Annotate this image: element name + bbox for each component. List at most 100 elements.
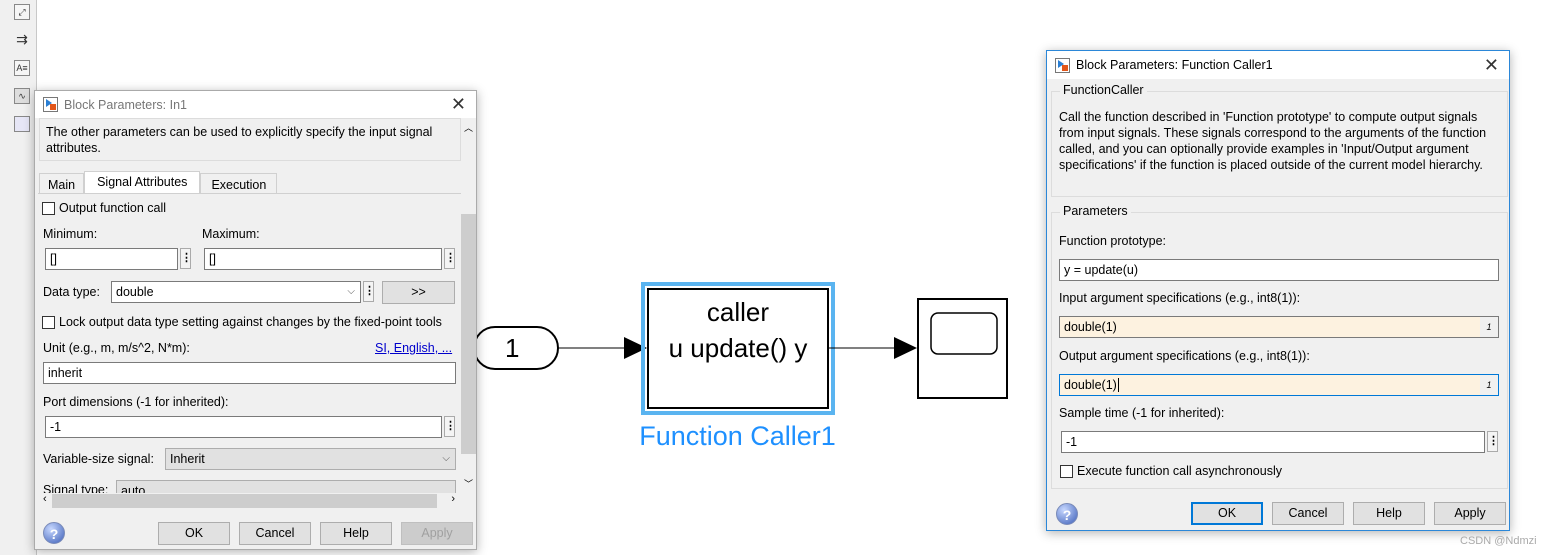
chevron-down-icon: ⌵ [347, 286, 355, 297]
cancel-button[interactable]: Cancel [1272, 502, 1344, 525]
annotation-icon[interactable]: A≡ [14, 60, 30, 76]
arg-marker: 1 [1480, 317, 1498, 337]
prototype-input[interactable]: y = update(u) [1059, 259, 1499, 281]
help-icon[interactable]: ? [1056, 503, 1078, 525]
apply-button[interactable]: Apply [1434, 502, 1506, 525]
port-dimensions-input[interactable]: -1 [45, 416, 442, 438]
unit-label: Unit (e.g., m, m/s^2, N*m): [43, 341, 190, 355]
input-spec-label: Input argument specifications (e.g., int… [1059, 291, 1301, 305]
scrollbar-thumb[interactable] [461, 214, 476, 454]
data-type-assistant-button[interactable]: >> [382, 281, 455, 304]
sample-time-label: Sample time (-1 for inherited): [1059, 406, 1225, 420]
scroll-up-icon[interactable]: ︿ [464, 123, 474, 133]
simulink-app-icon [43, 97, 58, 112]
close-icon[interactable]: ✕ [450, 94, 466, 114]
output-function-call-checkbox[interactable] [42, 202, 55, 215]
close-icon[interactable]: ✕ [1483, 54, 1499, 75]
image-icon[interactable]: ∿ [14, 88, 30, 104]
minimum-more-icon[interactable]: ⋮ [180, 248, 192, 269]
data-type-select[interactable]: double ⌵ [111, 281, 361, 303]
unit-system-link[interactable]: SI, English, ... [375, 341, 453, 355]
data-type-label: Data type: [43, 285, 100, 299]
sample-time-input[interactable]: -1 [1061, 431, 1485, 453]
input-spec-value: double(1) [1064, 320, 1117, 334]
block-name[interactable]: Function Caller1 [639, 421, 836, 451]
fit-view-icon[interactable]: ⤢ [14, 4, 30, 20]
minimum-input[interactable]: [] [45, 248, 178, 270]
ok-button[interactable]: OK [1191, 502, 1263, 525]
caller-label: caller [706, 297, 770, 327]
signal-attributes-panel: Output function call Minimum: Maximum: [… [38, 193, 461, 493]
title-bar: Block Parameters: Function Caller1 ✕ [1047, 51, 1509, 79]
arg-marker: 1 [1480, 375, 1498, 395]
port-dimensions-label: Port dimensions (-1 for inherited): [43, 395, 229, 409]
variable-size-label: Variable-size signal: [43, 452, 154, 466]
tab-main[interactable]: Main [39, 173, 85, 194]
output-spec-input[interactable]: double(1) 1 [1059, 374, 1499, 396]
dialog-title: Block Parameters: Function Caller1 [1076, 58, 1273, 72]
vertical-scrollbar[interactable]: ︿ ﹀ [461, 118, 476, 493]
data-type-more-icon[interactable]: ⋮ [363, 281, 375, 302]
area-icon[interactable] [14, 116, 30, 132]
function-caller-parameters-dialog: Block Parameters: Function Caller1 ✕ Fun… [1046, 50, 1510, 531]
unit-input[interactable]: inherit [43, 362, 456, 384]
ok-button[interactable]: OK [158, 522, 230, 545]
maximum-input[interactable]: [] [204, 248, 442, 270]
signal-type-label: Signal type: [43, 483, 109, 493]
dialog-title: Block Parameters: In1 [64, 97, 187, 112]
caller-signature: u update() y [668, 333, 808, 363]
tab-signal-attributes[interactable]: Signal Attributes [84, 171, 201, 194]
help-button[interactable]: Help [1353, 502, 1425, 525]
output-spec-label: Output argument specifications (e.g., in… [1059, 349, 1310, 363]
function-caller-block[interactable] [647, 288, 829, 409]
description: The other parameters can be used to expl… [39, 118, 461, 161]
text-cursor [1117, 378, 1119, 392]
port-dimensions-more-icon[interactable]: ⋮ [444, 416, 456, 437]
scope-screen-icon [930, 312, 998, 355]
async-label: Execute function call asynchronously [1077, 464, 1282, 478]
lock-data-type-label: Lock output data type setting against ch… [59, 315, 442, 329]
minimum-label: Minimum: [43, 227, 98, 241]
signal-type-value: auto [121, 484, 146, 493]
chevron-down-icon: ⌵ [442, 453, 450, 464]
data-type-value: double [116, 285, 154, 299]
watermark: CSDN @Ndmzi [1460, 535, 1537, 547]
help-button[interactable]: Help [320, 522, 392, 545]
tab-execution[interactable]: Execution [200, 173, 278, 194]
horizontal-scrollbar[interactable]: ‹ › [38, 493, 461, 509]
scrollbar-thumb[interactable] [52, 494, 437, 508]
canvas-toolbar: ⤢ ⇉ A≡ ∿ [0, 0, 37, 555]
scroll-left-icon[interactable]: ‹ [43, 493, 47, 505]
simulink-app-icon [1055, 57, 1070, 73]
parameters-group: Parameters Function prototype: y = updat… [1051, 204, 1508, 489]
maximum-more-icon[interactable]: ⋮ [444, 248, 456, 269]
signal-arrow-icon[interactable]: ⇉ [16, 31, 28, 47]
lock-data-type-checkbox[interactable] [42, 316, 55, 329]
help-icon[interactable]: ? [43, 522, 65, 544]
group-title: Parameters [1060, 204, 1131, 218]
output-spec-value: double(1) [1064, 378, 1117, 392]
apply-button[interactable]: Apply [401, 522, 473, 545]
arrowhead-icon [624, 337, 647, 359]
prototype-label: Function prototype: [1059, 234, 1167, 248]
title-bar: Block Parameters: In1 ✕ [35, 91, 476, 118]
tab-bar: Main Signal Attributes Execution [39, 171, 278, 194]
output-function-call-label: Output function call [59, 201, 167, 215]
variable-size-select[interactable]: Inherit ⌵ [165, 448, 456, 470]
signal-type-select[interactable]: auto [116, 480, 456, 493]
variable-size-value: Inherit [170, 452, 205, 466]
in1-parameters-dialog: Block Parameters: In1 ✕ The other parame… [34, 90, 477, 550]
input-spec-input[interactable]: double(1) 1 [1059, 316, 1499, 338]
scroll-down-icon[interactable]: ﹀ [464, 479, 474, 489]
sample-time-more-icon[interactable]: ⋮ [1487, 431, 1499, 452]
inport-value: 1 [505, 333, 520, 363]
description: Call the function described in 'Function… [1059, 110, 1487, 172]
function-caller-group: FunctionCaller Call the function describ… [1051, 83, 1508, 197]
maximum-label: Maximum: [202, 227, 260, 241]
arrowhead-icon [894, 337, 917, 359]
group-title: FunctionCaller [1060, 83, 1147, 97]
cancel-button[interactable]: Cancel [239, 522, 311, 545]
async-checkbox[interactable] [1060, 465, 1073, 478]
scroll-right-icon[interactable]: › [451, 493, 455, 505]
